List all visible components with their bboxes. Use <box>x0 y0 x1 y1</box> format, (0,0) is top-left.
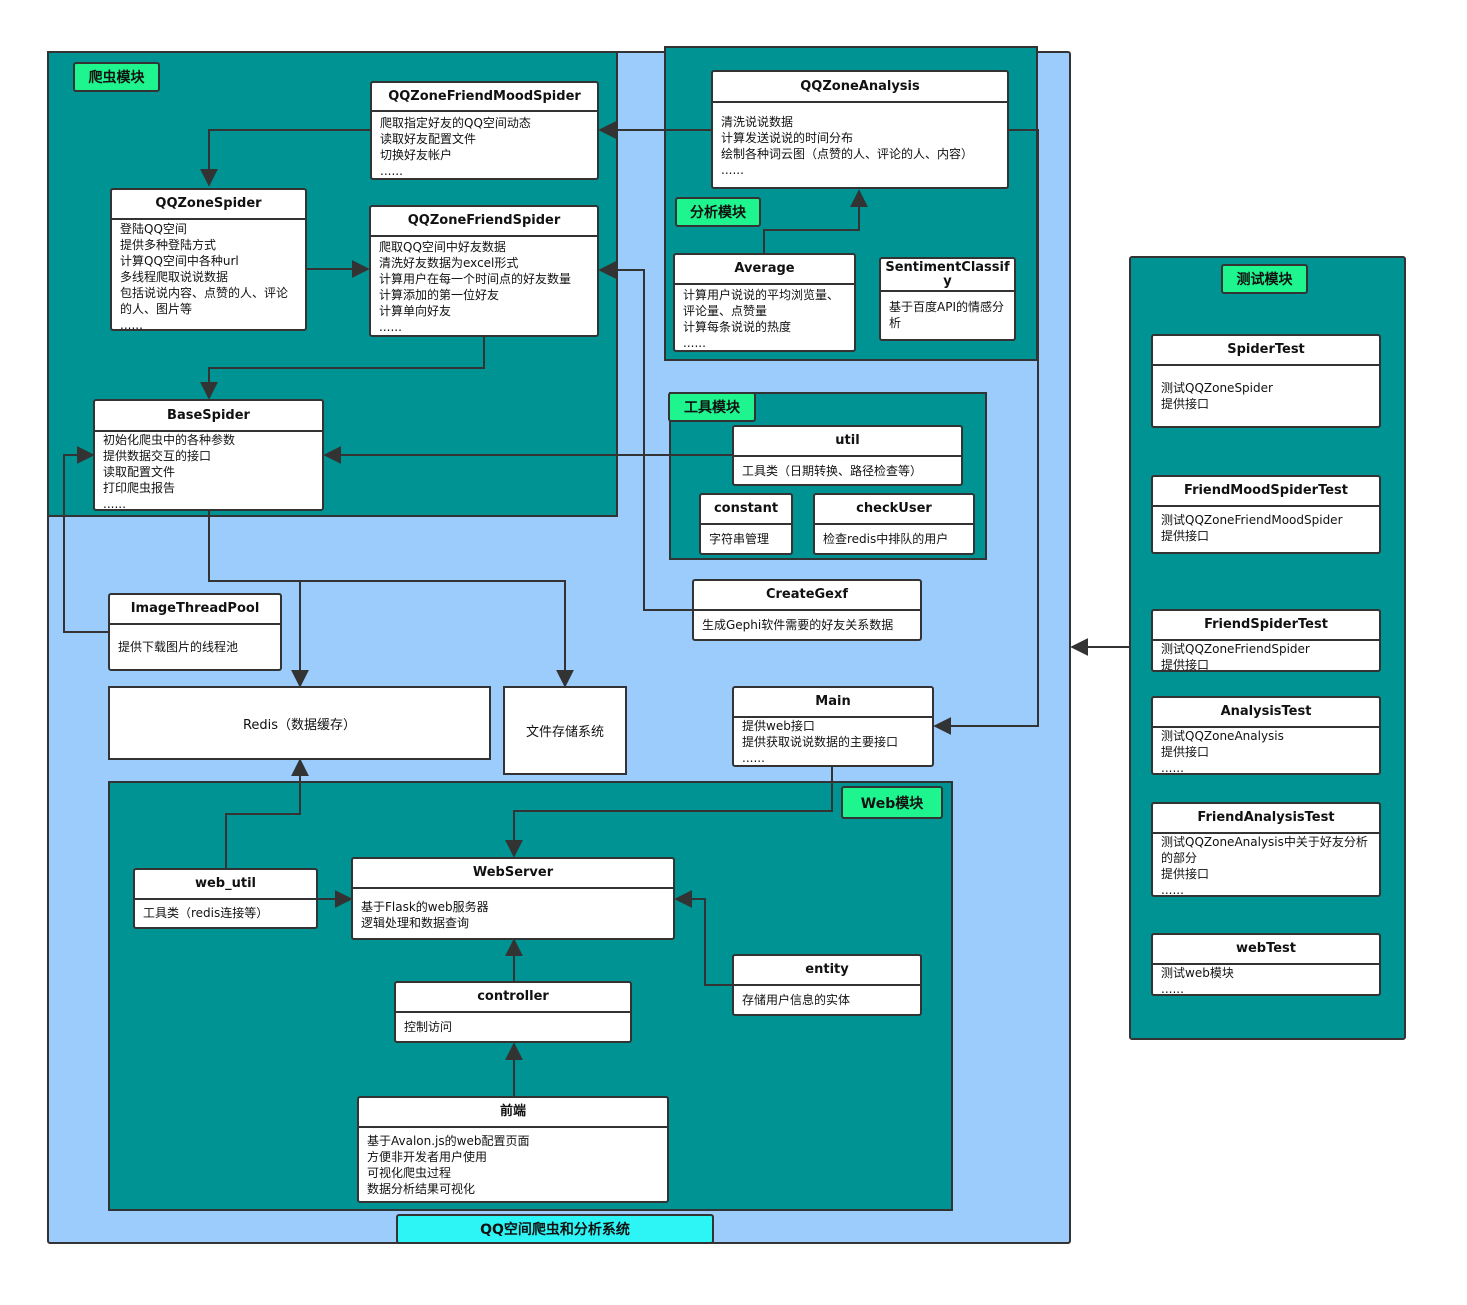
class-body: 爬取QQ空间中好友数据 清洗好友数据为excel形式 计算用户在每一个时间点的好… <box>379 240 572 334</box>
class-name: SpiderTest <box>1153 336 1379 366</box>
class-spider-test: SpiderTest 测试QQZoneSpider 提供接口 <box>1151 334 1381 428</box>
class-name: SentimentClassify <box>881 259 1014 292</box>
class-body: 基于百度API的情感分析 <box>889 300 1004 330</box>
class-average: Average 计算用户说说的平均浏览量、评论量、点赞量 计算每条说说的热度 .… <box>673 253 856 352</box>
class-body: 测试QQZoneAnalysis中关于好友分析的部分 提供接口 ...... <box>1161 835 1368 897</box>
class-util: util 工具类（日期转换、路径检查等） <box>732 425 963 486</box>
class-web-test: webTest 测试web模块 ...... <box>1151 933 1381 996</box>
class-name: QQZoneFriendSpider <box>371 207 597 237</box>
file-storage-system: 文件存储系统 <box>503 686 627 775</box>
class-body: 登陆QQ空间 提供多种登陆方式 计算QQ空间中各种url 多线程爬取说说数据 包… <box>120 222 289 332</box>
class-base-spider: BaseSpider 初始化爬虫中的各种参数 提供数据交互的接口 读取配置文件 … <box>93 399 324 511</box>
class-body: 测试QQZoneFriendSpider 提供接口 <box>1161 642 1310 672</box>
class-constant: constant 字符串管理 <box>699 493 793 555</box>
class-friend-spider-test: FriendSpiderTest 测试QQZoneFriendSpider 提供… <box>1151 609 1381 672</box>
class-main: Main 提供web接口 提供获取说说数据的主要接口 ...... <box>732 686 934 767</box>
edge-basespider-to-redis <box>208 511 309 688</box>
analysis-module-tag: 分析模块 <box>675 197 761 227</box>
edge-friendspider-to-basespider <box>200 337 485 400</box>
class-qqzone-spider: QQZoneSpider 登陆QQ空间 提供多种登陆方式 计算QQ空间中各种ur… <box>110 188 307 332</box>
class-entity: entity 存储用户信息的实体 <box>732 954 922 1016</box>
class-name: checkUser <box>815 495 973 525</box>
class-create-gexf: CreateGexf 生成Gephi软件需要的好友关系数据 <box>692 579 922 641</box>
class-name: BaseSpider <box>95 401 322 432</box>
class-body: 提供下载图片的线程池 <box>118 640 239 654</box>
test-module-tag: 测试模块 <box>1221 264 1308 294</box>
class-analysis-test: AnalysisTest 测试QQZoneAnalysis 提供接口 .....… <box>1151 696 1381 775</box>
class-body: 基于Avalon.js的web配置页面 方便非开发者用户使用 可视化爬虫过程 数… <box>367 1134 530 1196</box>
class-web-util: web_util 工具类（redis连接等） <box>133 868 318 929</box>
class-name: webTest <box>1153 935 1379 965</box>
class-name: util <box>734 427 961 457</box>
edge-entity-to-webserver <box>674 890 733 986</box>
edge-webutil-to-redis <box>225 758 309 869</box>
edge-moodspider-to-qqzonespider <box>200 129 371 187</box>
edge-basespider-to-filesystem <box>300 580 574 688</box>
edge-average-to-analysis <box>763 189 868 254</box>
class-qqzone-analysis: QQZoneAnalysis 清洗说说数据 计算发送说说的时间分布 绘制各种词云… <box>711 70 1009 189</box>
edge-creategexf-to-friendspider <box>598 261 693 611</box>
redis-store: Redis（数据缓存） <box>108 686 491 760</box>
class-qqzone-friend-mood-spider: QQZoneFriendMoodSpider 爬取指定好友的QQ空间动态 读取好… <box>370 81 599 180</box>
class-body: 工具类（日期转换、路径检查等） <box>742 464 923 478</box>
tools-module-tag: 工具模块 <box>668 392 756 422</box>
class-name: WebServer <box>353 859 673 889</box>
class-name: CreateGexf <box>694 581 920 611</box>
class-name: FriendAnalysisTest <box>1153 804 1379 834</box>
spider-module-tag: 爬虫模块 <box>73 62 160 92</box>
class-name: ImageThreadPool <box>110 595 280 625</box>
class-body: 清洗说说数据 计算发送说说的时间分布 绘制各种词云图（点赞的人、评论的人、内容）… <box>721 115 974 177</box>
class-body: 测试QQZoneAnalysis 提供接口 ...... <box>1161 729 1284 775</box>
class-image-thread-pool: ImageThreadPool 提供下载图片的线程池 <box>108 593 282 671</box>
class-body: 存储用户信息的实体 <box>742 993 851 1007</box>
class-qqzone-friend-spider: QQZoneFriendSpider 爬取QQ空间中好友数据 清洗好友数据为ex… <box>369 205 599 337</box>
class-name: entity <box>734 956 920 986</box>
class-name: AnalysisTest <box>1153 698 1379 728</box>
class-body: 生成Gephi软件需要的好友关系数据 <box>702 618 894 632</box>
class-name: constant <box>701 495 791 525</box>
class-name: 前端 <box>359 1098 667 1128</box>
class-body: 计算用户说说的平均浏览量、评论量、点赞量 计算每条说说的热度 ...... <box>683 288 840 350</box>
class-web-server: WebServer 基于Flask的web服务器 逻辑处理和数据查询 <box>351 857 675 940</box>
class-controller: controller 控制访问 <box>394 981 632 1043</box>
class-frontend: 前端 基于Avalon.js的web配置页面 方便非开发者用户使用 可视化爬虫过… <box>357 1096 669 1203</box>
class-name: QQZoneAnalysis <box>713 72 1007 103</box>
class-body: 测试web模块 ...... <box>1161 966 1234 996</box>
class-body: 字符串管理 <box>709 532 770 546</box>
class-name: QQZoneSpider <box>112 190 305 220</box>
class-name: FriendSpiderTest <box>1153 611 1379 641</box>
class-friend-mood-spider-test: FriendMoodSpiderTest 测试QQZoneFriendMoodS… <box>1151 475 1381 554</box>
class-name: FriendMoodSpiderTest <box>1153 477 1379 507</box>
class-sentiment-classify: SentimentClassify 基于百度API的情感分析 <box>879 257 1016 341</box>
class-name: Main <box>734 688 932 718</box>
class-name: QQZoneFriendMoodSpider <box>372 83 597 112</box>
class-name: Average <box>675 255 854 285</box>
class-body: 测试QQZoneFriendMoodSpider 提供接口 <box>1161 513 1343 543</box>
edge-analysis-to-main <box>933 129 1039 735</box>
class-name: controller <box>396 983 630 1013</box>
edge-imagepool-to-basespider <box>63 446 108 633</box>
class-body: 基于Flask的web服务器 逻辑处理和数据查询 <box>361 900 489 930</box>
class-body: 爬取指定好友的QQ空间动态 读取好友配置文件 切换好友帐户 ...... <box>380 116 531 178</box>
class-name: web_util <box>135 870 316 900</box>
class-body: 检查redis中排队的用户 <box>823 532 949 546</box>
edge-main-to-webserver <box>505 767 833 858</box>
class-body: 初始化爬虫中的各种参数 提供数据交互的接口 读取配置文件 打印爬虫报告 ....… <box>103 433 236 511</box>
class-body: 提供web接口 提供获取说说数据的主要接口 ...... <box>742 719 899 765</box>
class-friend-analysis-test: FriendAnalysisTest 测试QQZoneAnalysis中关于好友… <box>1151 802 1381 897</box>
system-title: QQ空间爬虫和分析系统 <box>396 1214 714 1244</box>
class-body: 测试QQZoneSpider 提供接口 <box>1161 381 1273 411</box>
class-body: 工具类（redis连接等） <box>143 906 269 920</box>
web-module-tag: Web模块 <box>841 786 943 819</box>
class-body: 控制访问 <box>404 1020 453 1034</box>
class-check-user: checkUser 检查redis中排队的用户 <box>813 493 975 555</box>
